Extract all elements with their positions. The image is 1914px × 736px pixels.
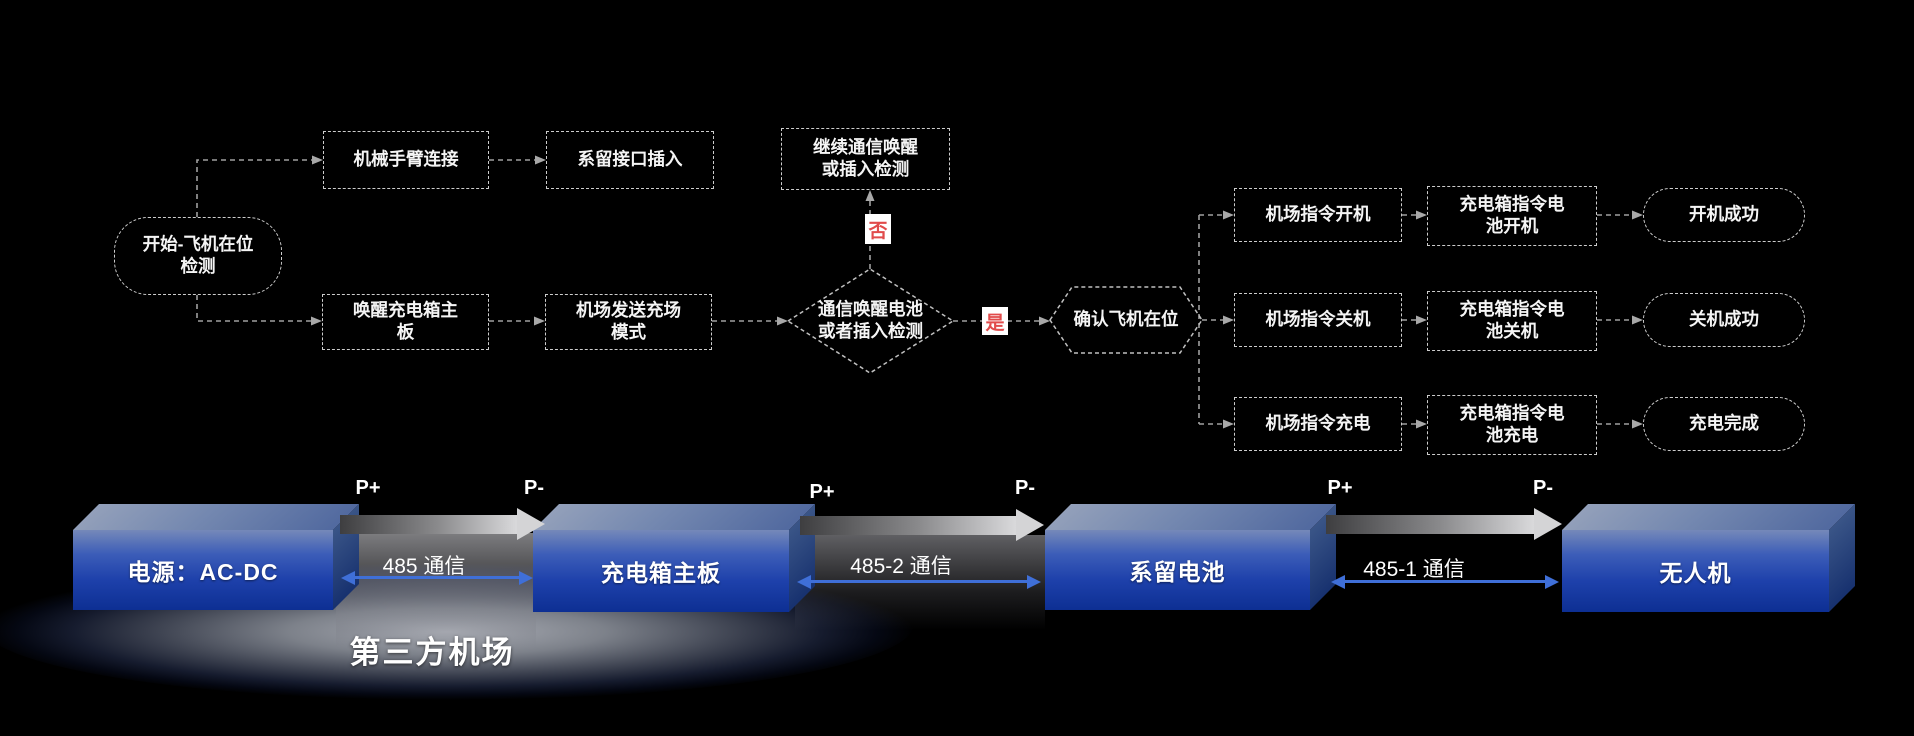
p-minus-label-1: P-: [524, 477, 544, 499]
node-tether-insert: 系留接口插入: [546, 131, 714, 189]
node-result-poweron: 开机成功: [1643, 188, 1805, 242]
node-relay-poweron: 充电箱指令电 池开机: [1427, 186, 1597, 246]
comm-arrow-3-left-head: [1331, 575, 1345, 589]
node-cmd-poweroff: 机场指令关机: [1234, 293, 1402, 347]
node-result-poweroff: 关机成功: [1643, 293, 1805, 347]
p-plus-label-1: P+: [355, 477, 381, 499]
node-relay-charge: 充电箱指令电 池充电: [1427, 395, 1597, 455]
device-drone: 无人机: [1562, 504, 1855, 612]
comm-arrow-1-right-head: [519, 571, 533, 585]
node-start: 开始-飞机在位 检测: [114, 217, 282, 295]
branch-yes-tag: 是: [982, 307, 1008, 335]
comm-label-485-2: 485-2 通信: [850, 555, 952, 578]
power-arrow-2: [800, 516, 1016, 535]
node-arm-connect: 机械手臂连接: [323, 131, 489, 189]
comm-arrow-2: [810, 580, 1030, 583]
comm-arrow-2-left-head: [797, 575, 811, 589]
comm-arrow-1-left-head: [341, 571, 355, 585]
node-cmd-charge: 机场指令充电: [1234, 397, 1402, 451]
device-tether-battery: 系留电池: [1045, 504, 1336, 610]
power-arrow-1-head: [517, 508, 545, 540]
power-arrow-3-head: [1534, 508, 1562, 540]
power-arrow-3: [1326, 515, 1534, 534]
p-minus-label-2: P-: [1015, 477, 1035, 499]
device-label: 充电箱主板: [601, 560, 721, 586]
decision-label: 通信唤醒电池 或者插入检测: [818, 299, 923, 341]
comm-arrow-3: [1344, 580, 1548, 583]
device-power-acdc: 电源：AC-DC: [73, 504, 359, 610]
node-send-charge-mode: 机场发送充场 模式: [545, 294, 712, 350]
device-label: 系留电池: [1129, 559, 1226, 585]
link1-haze: [336, 533, 536, 648]
device-label: 电源：AC-DC: [127, 559, 279, 585]
confirm-label: 确认飞机在位: [1073, 309, 1179, 330]
branch-no-tag: 否: [865, 214, 891, 244]
third-party-airport-label: 第三方机场: [349, 635, 515, 670]
power-arrow-2-head: [1016, 509, 1044, 541]
device-charger-mainboard: 充电箱主板: [533, 504, 815, 612]
power-arrow-1: [340, 515, 517, 534]
node-continue-wake: 继续通信唤醒 或插入检测: [781, 128, 950, 190]
p-minus-label-3: P-: [1533, 477, 1553, 499]
comm-label-485: 485 通信: [382, 555, 466, 578]
comm-label-485-1: 485-1 通信: [1363, 558, 1465, 581]
device-label: 无人机: [1659, 560, 1732, 586]
p-plus-label-2: P+: [809, 481, 835, 503]
node-wake-mainboard: 唤醒充电箱主 板: [322, 294, 489, 350]
node-cmd-poweron: 机场指令开机: [1234, 188, 1402, 242]
node-relay-poweroff: 充电箱指令电 池关机: [1427, 291, 1597, 351]
comm-arrow-1: [354, 576, 522, 579]
p-plus-label-3: P+: [1327, 477, 1353, 499]
comm-arrow-2-right-head: [1027, 575, 1041, 589]
node-result-charge: 充电完成: [1643, 397, 1805, 451]
decision-diamond: [786, 268, 955, 374]
comm-arrow-3-right-head: [1545, 575, 1559, 589]
